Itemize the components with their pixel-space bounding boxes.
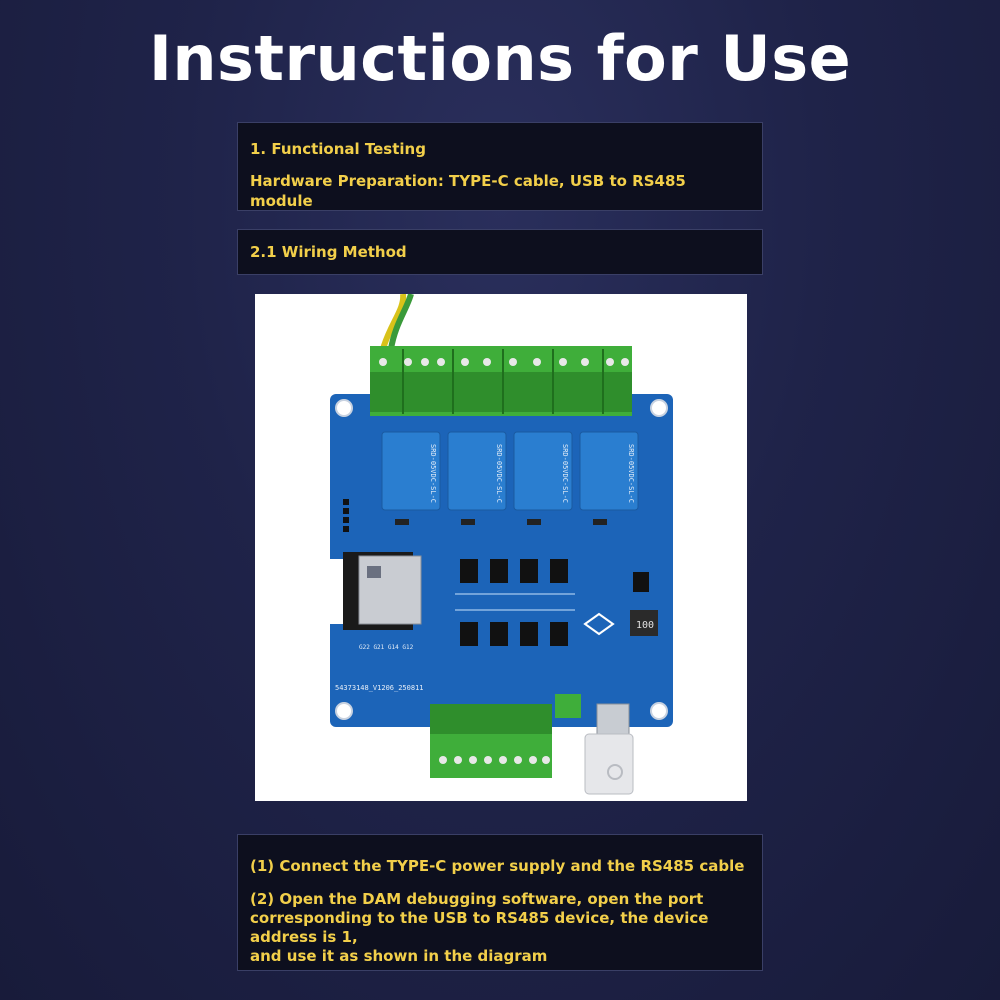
optocoupler-chips xyxy=(460,559,568,646)
relay-board-photo: SRD-05VDC-SL-C SRD-05VDC-SL-C SRD-05VDC-… xyxy=(255,294,747,801)
board-code-label: 54373148_V1206_250811 xyxy=(335,684,424,692)
relay-label-4: SRD-05VDC-SL-C xyxy=(627,444,635,503)
esp32-module xyxy=(343,552,422,630)
relays xyxy=(381,431,639,511)
inductor-label: 100 xyxy=(636,620,654,631)
functional-testing-heading: 1. Functional Testing xyxy=(250,140,426,158)
wiring-method-heading: 2.1 Wiring Method xyxy=(250,243,407,261)
functional-testing-panel: 1. Functional Testing Hardware Preparati… xyxy=(237,122,763,211)
bottom-terminal-block xyxy=(430,704,552,778)
hardware-preparation-text: Hardware Preparation: TYPE-C cable, USB … xyxy=(250,172,686,210)
step-1-text: (1) Connect the TYPE-C power supply and … xyxy=(250,857,745,875)
step-2-text-line-1: (2) Open the DAM debugging software, ope… xyxy=(250,890,704,908)
relay-label-2: SRD-05VDC-SL-C xyxy=(495,444,503,503)
relay-board-illustration: SRD-05VDC-SL-C SRD-05VDC-SL-C SRD-05VDC-… xyxy=(330,294,673,795)
page-title: Instructions for Use xyxy=(148,22,852,95)
usb-c-cable xyxy=(584,703,634,795)
wiring-method-panel: 2.1 Wiring Method xyxy=(237,229,763,275)
relay-label-1: SRD-05VDC-SL-C xyxy=(429,444,437,503)
brand-logo xyxy=(583,612,615,636)
steps-panel: (1) Connect the TYPE-C power supply and … xyxy=(237,834,763,971)
top-terminal-blocks xyxy=(370,346,632,416)
relay-label-3: SRD-05VDC-SL-C xyxy=(561,444,569,503)
header-pins-label: G22 G21 G14 G12 xyxy=(359,644,414,651)
step-2-text-line-3: and use it as shown in the diagram xyxy=(250,947,548,965)
step-2-text-line-2: corresponding to the USB to RS485 device… xyxy=(250,909,709,946)
